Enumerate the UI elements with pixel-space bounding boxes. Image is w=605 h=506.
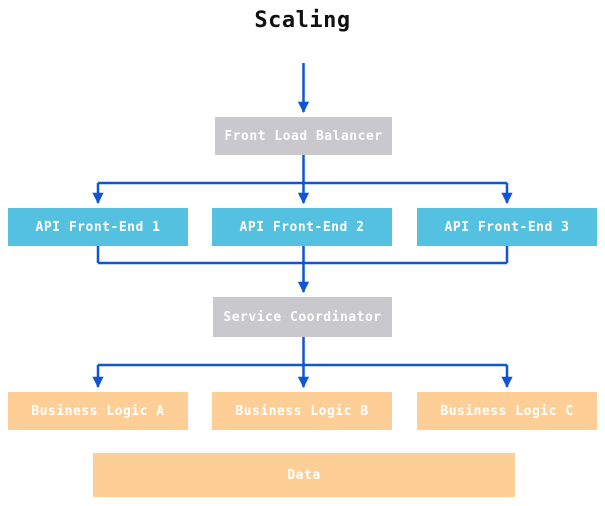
diagram-title: Scaling bbox=[254, 8, 351, 33]
node-front-load-balancer: Front Load Balancer bbox=[215, 117, 392, 155]
node-data: Data bbox=[93, 453, 515, 497]
node-business-logic-b: Business Logic B bbox=[212, 392, 392, 430]
node-api-front-end-1: API Front-End 1 bbox=[8, 208, 188, 246]
node-api-front-end-3: API Front-End 3 bbox=[417, 208, 597, 246]
node-service-coordinator: Service Coordinator bbox=[213, 297, 392, 337]
node-api-front-end-2: API Front-End 2 bbox=[212, 208, 392, 246]
node-business-logic-a: Business Logic A bbox=[8, 392, 188, 430]
node-business-logic-c: Business Logic C bbox=[417, 392, 597, 430]
